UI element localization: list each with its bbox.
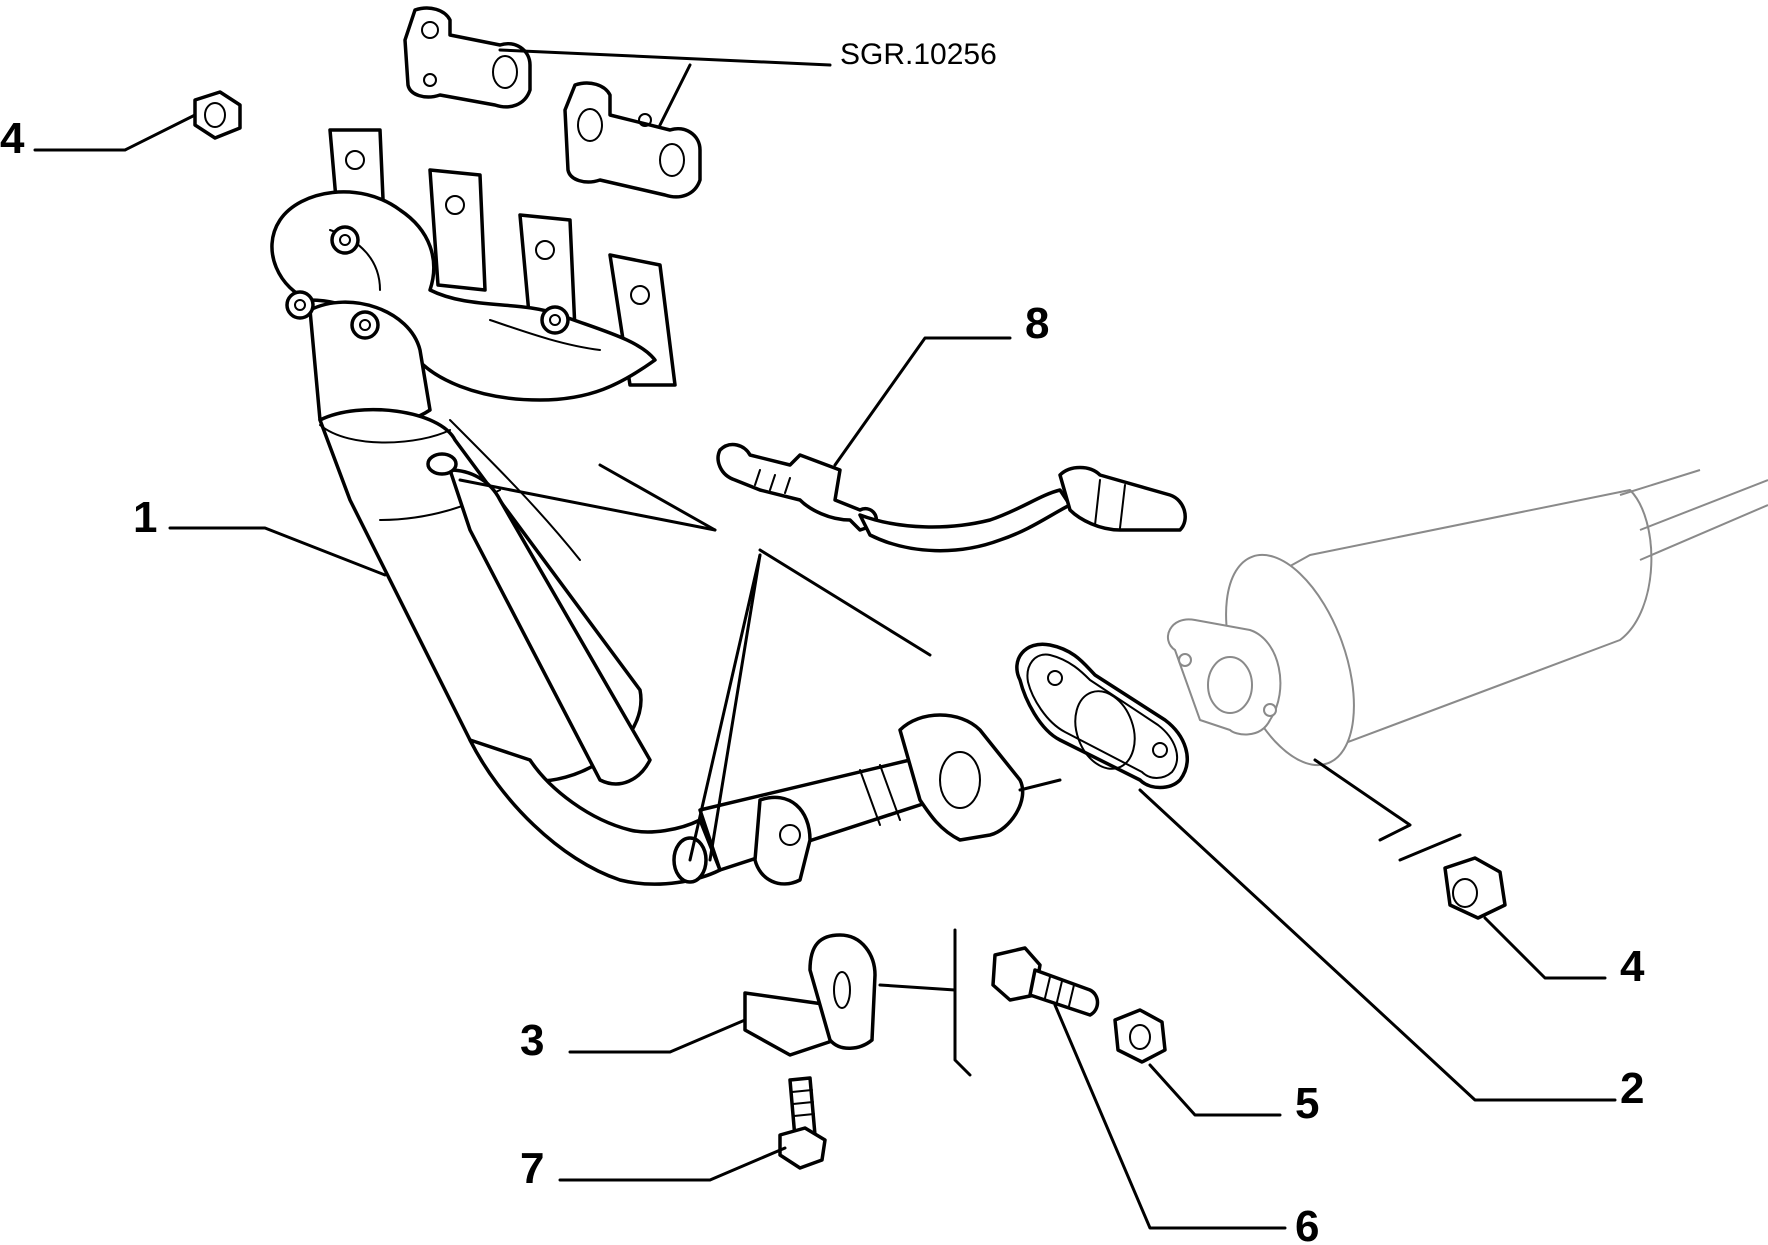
- callout-2: 2: [1620, 1064, 1644, 1113]
- nut-right: [1443, 856, 1507, 920]
- leader-6: [1053, 1003, 1287, 1230]
- nut-top-left: [193, 90, 242, 140]
- manifold-nut-a: [330, 225, 360, 255]
- leader-3: [568, 1018, 747, 1054]
- manifold-gasket-b: [563, 81, 702, 199]
- callout-4-top: 4: [0, 114, 25, 163]
- callout-4-right: 4: [1620, 942, 1645, 991]
- reference-code: SGR.10256: [840, 38, 997, 71]
- callout-7: 7: [520, 1144, 544, 1193]
- leader-4-right: [1483, 916, 1607, 980]
- exhaust-manifold-catalyst: [270, 128, 1025, 886]
- lambda-sensor: [716, 442, 1187, 553]
- nut-5: [1113, 1008, 1167, 1064]
- sensor-boss: [426, 452, 458, 476]
- leader-4-top: [33, 113, 197, 152]
- exploded-guide-lines: [458, 463, 1062, 862]
- callout-6: 6: [1295, 1202, 1319, 1245]
- callout-8: 8: [1025, 299, 1049, 348]
- screw-7: [778, 1076, 827, 1170]
- manifold-gasket-a: [403, 6, 532, 109]
- leader-7: [558, 1146, 787, 1182]
- gasket-leader: [498, 48, 832, 127]
- manifold-nut-c: [350, 310, 380, 340]
- callout-5: 5: [1295, 1079, 1319, 1128]
- flange-gasket: [1015, 642, 1189, 790]
- leader-2: [1138, 788, 1617, 1102]
- leader-1: [168, 526, 387, 577]
- leader-8: [833, 336, 1012, 467]
- bracket-3: [743, 933, 877, 1057]
- muffler-leader: [1313, 758, 1462, 862]
- callout-3: 3: [520, 1016, 544, 1065]
- bolt-6: [991, 946, 1100, 1017]
- callout-1: 1: [133, 493, 157, 542]
- callout-leaders: [33, 113, 1617, 1230]
- muffler-outline: [1166, 469, 1768, 767]
- manifold-nut-d: [540, 305, 570, 335]
- bracket-leader: [878, 928, 972, 1077]
- leader-5: [1148, 1063, 1282, 1117]
- manifold-nut-b: [285, 290, 315, 320]
